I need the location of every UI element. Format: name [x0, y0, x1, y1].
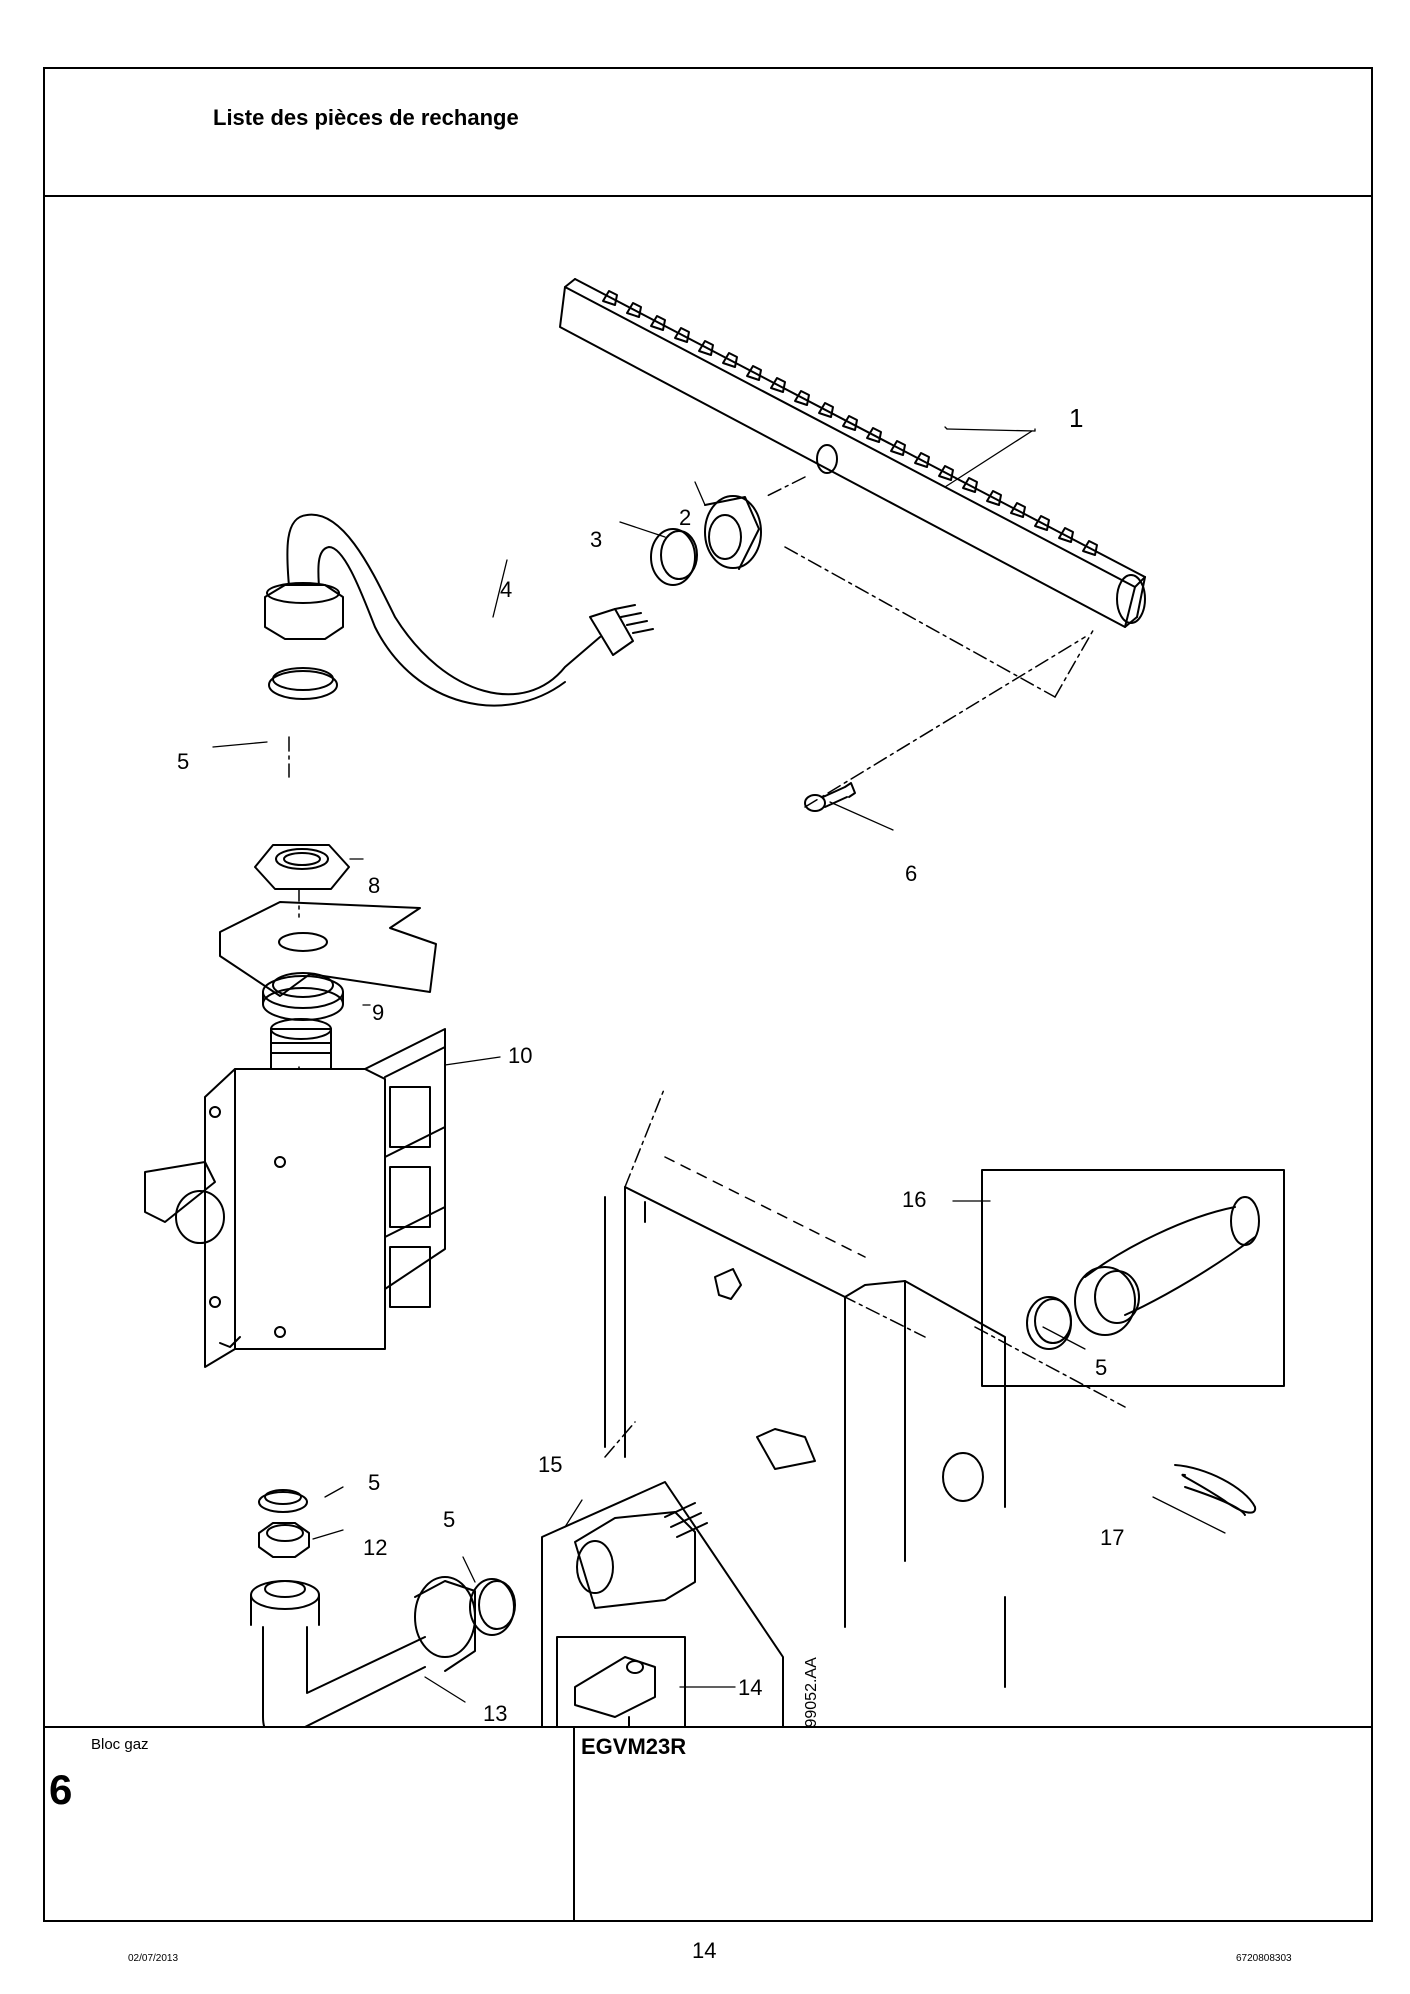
part-union-nut: [704, 495, 762, 570]
exploded-view-svg: 1 2 3 4 5 6 8 9 10 16 5 15 5 5 12 17 14 …: [144, 278, 1285, 1773]
section-number: 6: [49, 1766, 73, 1813]
document-code: 6720808303: [1236, 1953, 1292, 1964]
callout-4: 4: [500, 577, 512, 602]
assembly-centerlines: [288, 476, 1126, 1458]
callout-14: 14: [738, 1675, 762, 1700]
part-mounting-plate: [219, 901, 437, 997]
callout-13: 13: [483, 1701, 507, 1726]
callout-leaders: [212, 426, 1226, 1703]
page-number: 14: [692, 1938, 717, 1963]
callout-15: 15: [538, 1452, 562, 1477]
callout-5-middle: 5: [368, 1470, 380, 1495]
callout-2: 2: [679, 505, 691, 530]
part-seal-ring-3: [650, 528, 698, 586]
part-gas-valve: [144, 1018, 446, 1368]
header-band: Liste des pièces de rechange: [45, 69, 1371, 197]
footer-divider: [573, 1728, 575, 1922]
callout-12: 12: [363, 1535, 387, 1560]
callout-3: 3: [590, 527, 602, 552]
drawing-reference: 8716799052.AA: [803, 1657, 820, 1727]
page-frame: Liste des pièces de rechange: [43, 67, 1373, 1922]
part-seal-5-middle: [258, 1489, 308, 1513]
page-date: 02/07/2013: [128, 1953, 179, 1964]
callout-labels: 1 2 3 4 5 6 8 9 10 16 5 15 5 5 12 17 14 …: [177, 403, 1124, 1772]
part-hex-nut: [254, 844, 350, 890]
callout-5-lower: 5: [443, 1507, 455, 1532]
callout-10: 10: [508, 1043, 532, 1068]
part-screw: [804, 782, 856, 812]
part-seal-5-lower: [469, 1578, 516, 1636]
callout-5-inset: 5: [1095, 1355, 1107, 1380]
callout-17: 17: [1100, 1525, 1124, 1550]
part-manifold-bar: [559, 278, 1146, 628]
part-gas-pipe: [286, 513, 654, 707]
inset-part-16: [981, 1169, 1285, 1387]
footer-band: Bloc gaz 6 EGVM23R: [45, 1726, 1371, 1922]
casing-dashed-edge: [664, 1156, 866, 1258]
part-seal-5-top: [268, 667, 338, 700]
callout-16: 16: [902, 1187, 926, 1212]
page-title: Liste des pièces de rechange: [213, 105, 519, 130]
section-name: Bloc gaz: [91, 1736, 149, 1753]
callout-8: 8: [368, 873, 380, 898]
part-elbow-pipe: [250, 1576, 476, 1738]
callout-5-top: 5: [177, 749, 189, 774]
part-nipple: [258, 1522, 310, 1558]
callout-6: 6: [905, 861, 917, 886]
exploded-view-drawing: 1 2 3 4 5 6 8 9 10 16 5 15 5 5 12 17 14 …: [45, 197, 1371, 1773]
part-casing-panel: [604, 1186, 1006, 1688]
part-pipe-nut: [264, 582, 344, 640]
callout-9: 9: [372, 1000, 384, 1025]
part-spring-clip: [1174, 1464, 1257, 1516]
model-name: EGVM23R: [581, 1734, 687, 1759]
callout-1: 1: [1069, 403, 1083, 433]
injector-row: [602, 290, 1098, 556]
